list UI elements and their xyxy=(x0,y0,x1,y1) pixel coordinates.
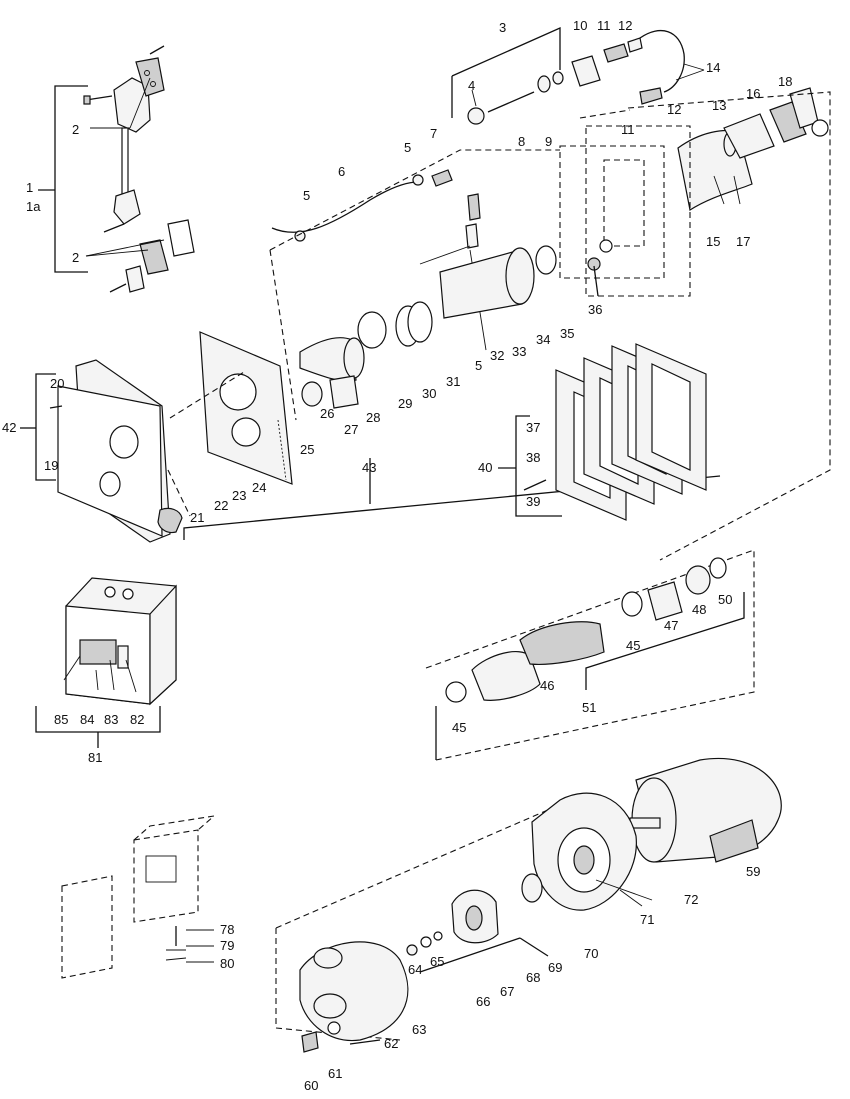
gasket-set-40 xyxy=(498,343,707,521)
pump-motor-assembly xyxy=(275,757,782,1053)
callout-81: 81 xyxy=(88,750,102,765)
callout-12a: 12 xyxy=(618,18,632,33)
callout-36: 36 xyxy=(588,302,602,317)
callout-15: 15 xyxy=(706,234,720,249)
junction-box-detail xyxy=(61,815,216,979)
callout-2b: 2 xyxy=(72,250,79,265)
control-box-81 xyxy=(35,577,177,748)
callout-72: 72 xyxy=(684,892,698,907)
callout-5c: 5 xyxy=(475,358,482,373)
mounting-frame-outline xyxy=(559,91,831,561)
callout-79: 79 xyxy=(220,938,234,953)
callout-64: 64 xyxy=(408,962,422,977)
callout-61: 61 xyxy=(328,1066,342,1081)
callout-34: 34 xyxy=(536,332,550,347)
callout-17: 17 xyxy=(736,234,750,249)
callout-10: 10 xyxy=(573,18,587,33)
burner-head-assembly-43 xyxy=(183,149,721,540)
callout-50: 50 xyxy=(718,592,732,607)
callout-48: 48 xyxy=(692,602,706,617)
callout-82: 82 xyxy=(130,712,144,727)
callout-4: 4 xyxy=(468,78,475,93)
callout-66: 66 xyxy=(476,994,490,1009)
callout-62: 62 xyxy=(384,1036,398,1051)
air-tube-assembly xyxy=(677,87,829,211)
callout-51: 51 xyxy=(582,700,596,715)
callout-83: 83 xyxy=(104,712,118,727)
fittings-assembly-3 xyxy=(451,26,705,125)
callout-2a: 2 xyxy=(72,122,79,137)
callout-78: 78 xyxy=(220,922,234,937)
callout-8: 8 xyxy=(518,134,525,149)
hose-assembly-51 xyxy=(425,549,755,761)
callout-59: 59 xyxy=(746,864,760,879)
callout-26: 26 xyxy=(320,406,334,421)
callout-47: 47 xyxy=(664,618,678,633)
mounting-bracket-assembly xyxy=(38,45,195,293)
callout-9: 9 xyxy=(545,134,552,149)
callout-63: 63 xyxy=(412,1022,426,1037)
callout-37: 37 xyxy=(526,420,540,435)
callout-38: 38 xyxy=(526,450,540,465)
callout-45b: 45 xyxy=(626,638,640,653)
callout-67: 67 xyxy=(500,984,514,999)
callout-70: 70 xyxy=(584,946,598,961)
callout-27: 27 xyxy=(344,422,358,437)
callout-71: 71 xyxy=(640,912,654,927)
callout-22: 22 xyxy=(214,498,228,513)
callout-68: 68 xyxy=(526,970,540,985)
callout-69: 69 xyxy=(548,960,562,975)
callout-40: 40 xyxy=(478,460,492,475)
callout-30: 30 xyxy=(422,386,436,401)
callout-42: 42 xyxy=(2,420,16,435)
callout-33: 33 xyxy=(512,344,526,359)
callout-32: 32 xyxy=(490,348,504,363)
callout-24: 24 xyxy=(252,480,266,495)
callout-14: 14 xyxy=(706,60,720,75)
callout-46: 46 xyxy=(540,678,554,693)
callout-28: 28 xyxy=(366,410,380,425)
callout-80: 80 xyxy=(220,956,234,971)
callout-11a: 11 xyxy=(597,18,611,33)
callout-43: 43 xyxy=(362,460,376,475)
callout-35: 35 xyxy=(560,326,574,341)
callout-84: 84 xyxy=(80,712,94,727)
callout-39: 39 xyxy=(526,494,540,509)
callout-85: 85 xyxy=(54,712,68,727)
callout-31: 31 xyxy=(446,374,460,389)
callout-3: 3 xyxy=(499,20,506,35)
callout-5a: 5 xyxy=(303,188,310,203)
callout-25: 25 xyxy=(300,442,314,457)
callout-11b: 11 xyxy=(621,122,635,137)
cover-plate-42 xyxy=(20,359,245,543)
callout-13: 13 xyxy=(712,98,726,113)
callout-16: 16 xyxy=(746,86,760,101)
callout-6: 6 xyxy=(338,164,345,179)
callout-1a: 1a xyxy=(26,199,41,214)
callout-5b: 5 xyxy=(404,140,411,155)
callout-21: 21 xyxy=(190,510,204,525)
callout-65: 65 xyxy=(430,954,444,969)
callout-19: 19 xyxy=(44,458,58,473)
callout-7: 7 xyxy=(430,126,437,141)
hose-6 xyxy=(271,169,453,242)
callout-12b: 12 xyxy=(667,102,681,117)
callout-20: 20 xyxy=(50,376,64,391)
callout-29: 29 xyxy=(398,396,412,411)
callout-23: 23 xyxy=(232,488,246,503)
callout-45a: 45 xyxy=(452,720,466,735)
callout-18: 18 xyxy=(778,74,792,89)
callout-1: 1 xyxy=(26,180,33,195)
callout-60: 60 xyxy=(304,1078,318,1093)
